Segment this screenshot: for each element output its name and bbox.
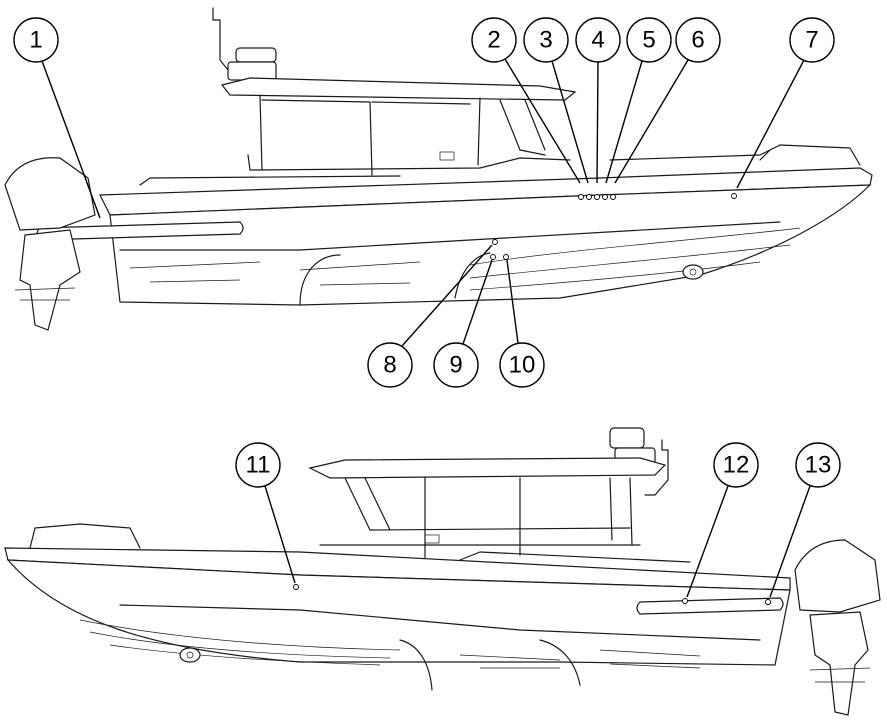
callout-label: 1	[29, 27, 42, 54]
callout-label: 2	[487, 27, 500, 54]
boat-bottom-view	[4, 427, 881, 716]
boat-top-view	[4, 7, 873, 331]
callout-label: 6	[691, 27, 704, 54]
callout-label: 8	[383, 352, 396, 379]
callout-label: 9	[449, 352, 462, 379]
callout-8: 8	[367, 239, 498, 388]
callout-3: 3	[523, 17, 592, 200]
callout-4: 4	[575, 17, 621, 200]
callout-1: 1	[13, 17, 101, 219]
callout-12: 12	[682, 442, 759, 604]
callout-9: 9	[433, 254, 496, 388]
callout-2: 2	[471, 17, 584, 200]
callout-5: 5	[602, 17, 672, 200]
callout-label: 10	[509, 352, 536, 379]
callout-label: 12	[723, 452, 750, 479]
callout-10: 10	[499, 254, 545, 388]
callout-label: 5	[642, 27, 655, 54]
callout-13: 13	[765, 442, 841, 605]
callout-11: 11	[235, 442, 299, 590]
callout-label: 7	[805, 27, 818, 54]
callout-label: 11	[246, 452, 271, 479]
callout-label: 3	[539, 27, 552, 54]
callout-label: 13	[805, 452, 832, 479]
callout-6: 6	[610, 17, 721, 200]
callout-label: 4	[591, 27, 604, 54]
callout-7: 7	[731, 17, 835, 199]
